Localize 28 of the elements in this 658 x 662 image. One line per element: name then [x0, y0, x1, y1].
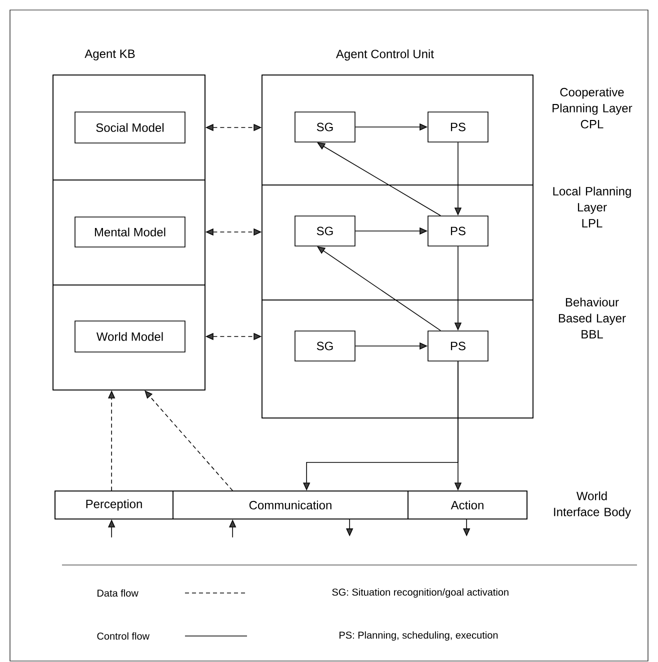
panel-cell: [52, 180, 206, 286]
component-box: World Model: [74, 320, 186, 352]
panel-cell: [52, 74, 206, 180]
node-label: BBL: [582, 330, 603, 338]
abbreviation-note: SG: Situation recognition/goal activation: [332, 588, 508, 598]
legend-entry: Control flow: [97, 632, 150, 640]
component-box: Communication: [172, 490, 408, 520]
component-box: Perception: [54, 490, 174, 520]
node-label: Agent KB: [84, 50, 135, 60]
component-box: Social Model: [74, 112, 186, 144]
component-box: Mental Model: [74, 216, 186, 248]
abbreviation-note: PS: Planning, scheduling, execution: [340, 631, 498, 641]
component-box: PS: [428, 112, 488, 142]
component-box: Action: [408, 490, 528, 520]
component-box: SG: [294, 216, 356, 246]
component-box: PS: [428, 330, 488, 362]
node-label: Behaviour Based Layer: [558, 298, 626, 325]
component-box: SG: [294, 112, 356, 142]
node-label: Cooperative Planning Layer: [552, 88, 632, 115]
node-label: World Interface Body: [554, 491, 631, 519]
component-box: PS: [428, 216, 488, 246]
legend-entry: Data flow: [98, 589, 138, 597]
node-label: Local Planning Layer: [553, 186, 631, 214]
panel-cell: [52, 284, 206, 390]
node-label: LPL: [582, 219, 602, 228]
node-label: CPL: [580, 120, 604, 128]
component-box: SG: [294, 330, 356, 362]
node-label: Agent Control Unit: [336, 49, 434, 61]
